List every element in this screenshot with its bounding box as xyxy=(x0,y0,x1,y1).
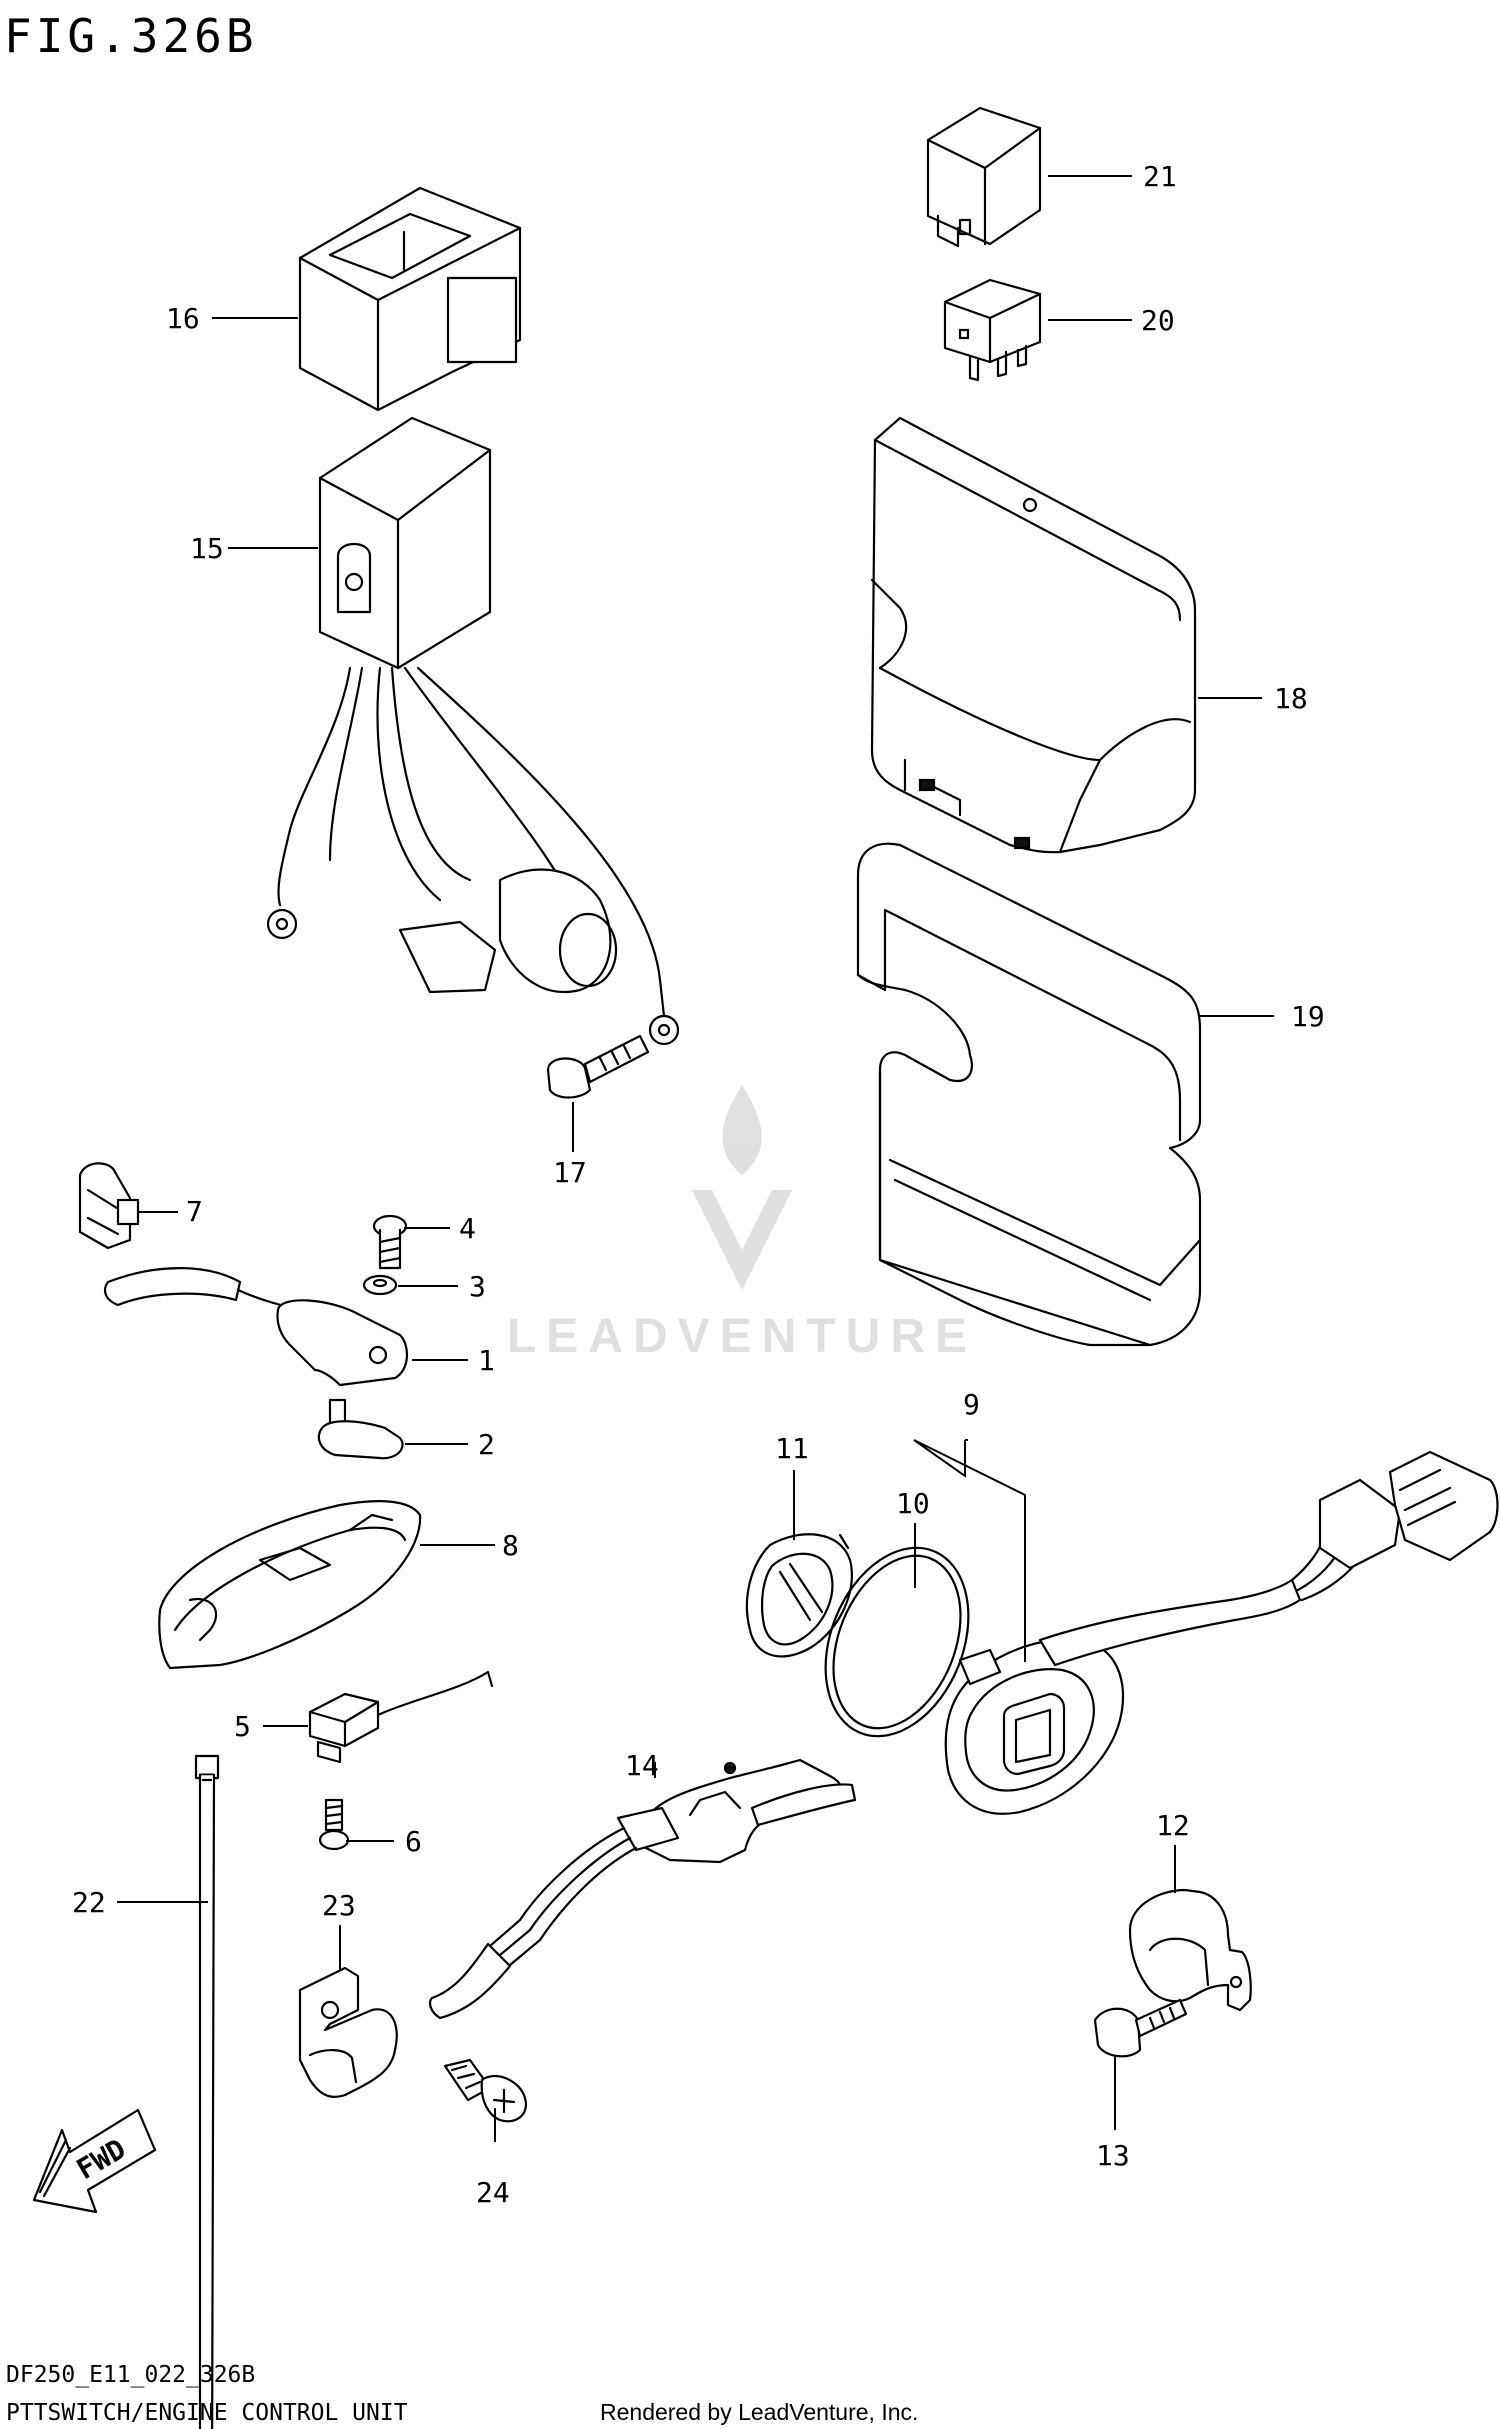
callout-2: 2 xyxy=(478,1428,495,1461)
part-19-ecu-cover xyxy=(856,842,1202,1347)
callout-14: 14 xyxy=(625,1749,659,1782)
leader-lines xyxy=(117,175,1274,2142)
part-9-connector xyxy=(944,1450,1499,1815)
callout-12: 12 xyxy=(1156,1809,1190,1842)
part-15-relay-harness xyxy=(266,416,680,1046)
part-8-cover xyxy=(158,1500,422,1670)
callout-21: 21 xyxy=(1143,160,1177,193)
render-credit: Rendered by LeadVenture, Inc. xyxy=(600,2399,918,2425)
part-20-relay xyxy=(943,278,1042,382)
callout-15: 15 xyxy=(190,532,224,565)
callout-labels: 21 20 16 15 18 19 17 7 4 3 1 2 8 9 11 10… xyxy=(72,160,1325,2209)
callout-9: 9 xyxy=(963,1388,980,1421)
part-12-clamp xyxy=(1128,1888,1252,2012)
part-2-lever xyxy=(317,1398,404,1460)
callout-16: 16 xyxy=(166,302,200,335)
part-22-cable-tie xyxy=(194,1754,220,2429)
callout-11: 11 xyxy=(775,1432,809,1465)
callout-18: 18 xyxy=(1274,682,1308,715)
part-5-switch xyxy=(308,1670,494,1764)
callout-24: 24 xyxy=(476,2176,510,2209)
callout-13: 13 xyxy=(1096,2139,1130,2172)
fwd-arrow-icon: FWD xyxy=(32,2108,157,2214)
part-21-relay xyxy=(926,106,1042,248)
part-3-washer xyxy=(362,1274,398,1296)
callout-17: 17 xyxy=(553,1156,587,1189)
diagram-code: DF250_E11_022_326B xyxy=(6,2362,255,2388)
callout-6: 6 xyxy=(405,1825,422,1858)
watermark: LEADVENTURE xyxy=(507,1085,977,1363)
part-7-clip xyxy=(78,1162,140,1250)
callout-22: 22 xyxy=(72,1886,106,1919)
callout-19: 19 xyxy=(1291,1000,1325,1033)
callout-7: 7 xyxy=(186,1195,203,1228)
part-16-cover xyxy=(298,186,522,412)
part-13-bolt xyxy=(1093,1998,1188,2058)
part-14-harness xyxy=(429,1758,857,2020)
part-24-screw xyxy=(443,2058,528,2123)
callout-23: 23 xyxy=(322,1889,356,1922)
part-6-screw xyxy=(318,1798,350,1851)
part-11-grommet xyxy=(745,1533,853,1658)
part-4-screw xyxy=(372,1214,408,1270)
watermark-text: LEADVENTURE xyxy=(507,1310,977,1363)
diagram-caption: PTTSWITCH/ENGINE CONTROL UNIT xyxy=(6,2400,408,2426)
figure-title: FIG.326B xyxy=(4,9,258,63)
callout-1: 1 xyxy=(478,1344,495,1377)
part-17-bolt xyxy=(546,1034,650,1099)
part-1-sensor xyxy=(104,1267,408,1387)
callout-10: 10 xyxy=(896,1487,930,1520)
callout-8: 8 xyxy=(502,1529,519,1562)
callout-20: 20 xyxy=(1141,304,1175,337)
callout-4: 4 xyxy=(459,1212,476,1245)
part-10-o-ring xyxy=(824,1546,970,1738)
callout-3: 3 xyxy=(469,1270,486,1303)
part-18-ecu xyxy=(870,416,1197,854)
callout-5: 5 xyxy=(234,1710,251,1743)
part-23-clamp xyxy=(298,1966,398,2098)
